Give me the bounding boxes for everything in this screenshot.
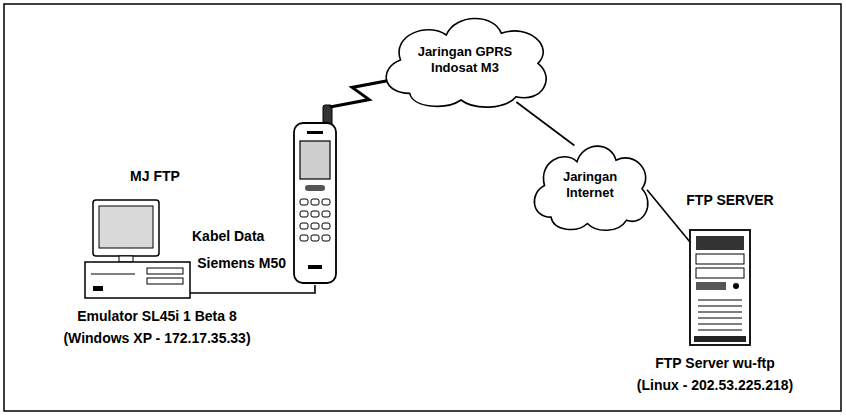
device-label: Siemens M50 — [197, 255, 286, 272]
device-name: MJ FTP — [130, 168, 180, 185]
device-name: FTP SERVER — [686, 192, 773, 209]
device-label: Emulator SL45i 1 Beta 8 — [77, 308, 237, 325]
connector-layer — [190, 80, 690, 293]
data-cable — [190, 285, 315, 293]
wireless-link — [330, 80, 391, 107]
network-link — [516, 102, 574, 146]
device-label: FTP Server wu-ftp — [655, 355, 775, 372]
computer-illustration — [85, 200, 190, 298]
computer-node: MJ FTPEmulator SL45i 1 Beta 8(Windows XP… — [85, 200, 190, 300]
cable-label: Kabel Data — [190, 228, 266, 245]
device-address: (Linux - 202.53.225.218) — [637, 377, 793, 394]
cloud-label: Jaringan Internet — [552, 169, 628, 200]
network-cloud: Jaringan GPRS Indosat M3 — [373, 10, 556, 110]
cloud-shape — [387, 19, 547, 108]
phone-illustration — [294, 105, 336, 283]
cloud-shape — [534, 146, 647, 230]
device-address: (Windows XP - 172.17.35.33) — [63, 330, 250, 347]
phone-node: Siemens M50 — [290, 105, 340, 285]
outer-frame — [4, 4, 841, 411]
server-node: FTP SERVERFTP Server wu-ftp(Linux - 202.… — [690, 230, 750, 345]
cloud-label: Jaringan GPRS Indosat M3 — [410, 44, 520, 75]
network-cloud: Jaringan Internet — [525, 138, 655, 233]
server-illustration — [690, 230, 750, 345]
network-link — [647, 190, 690, 242]
